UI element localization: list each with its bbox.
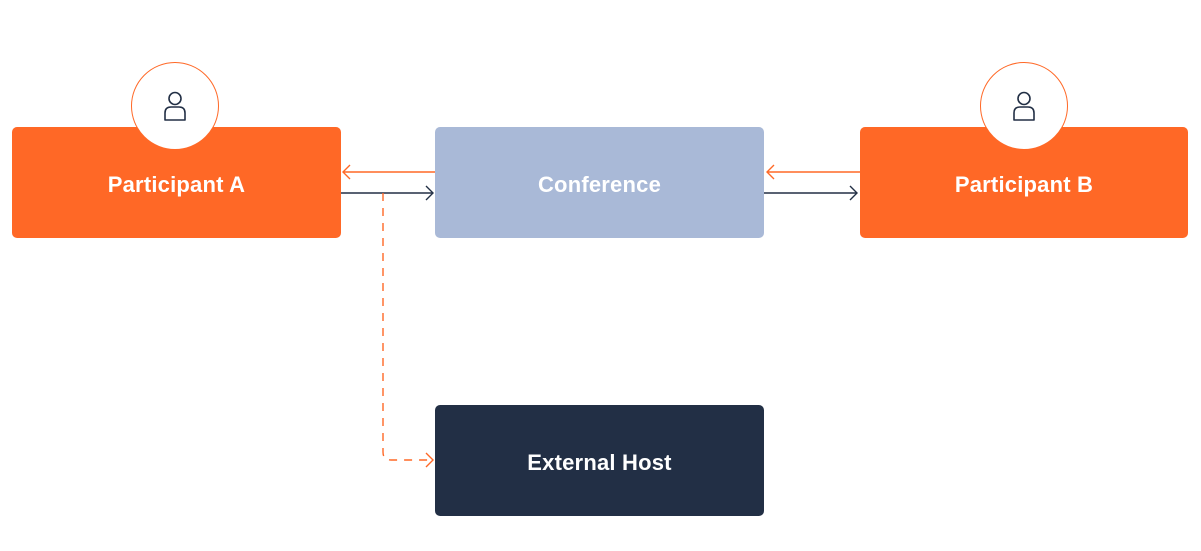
participant-b-avatar [980, 62, 1068, 150]
edge-participant-a-to-external-host [382, 193, 434, 468]
external-host-node: External Host [435, 405, 764, 516]
edge-conference-to-participant-b [764, 185, 858, 201]
external-host-label: External Host [527, 449, 672, 475]
conference-node: Conference [435, 127, 764, 238]
participant-a-node: Participant A [12, 127, 341, 238]
conference-label: Conference [537, 171, 662, 197]
edge-participant-a-to-conference [341, 185, 434, 201]
edge-participant-b-to-conference [766, 164, 860, 180]
user-icon [164, 91, 186, 121]
participant-a-avatar [131, 62, 219, 150]
participant-a-label: Participant A [107, 171, 246, 197]
participant-b-label: Participant B [954, 171, 1094, 197]
edge-conference-to-participant-a [342, 164, 435, 180]
user-icon [1013, 91, 1035, 121]
